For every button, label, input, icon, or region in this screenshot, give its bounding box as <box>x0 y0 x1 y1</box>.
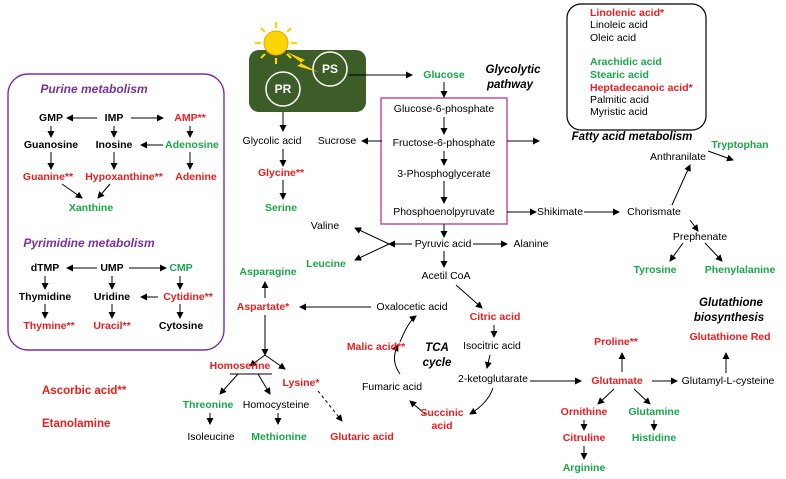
node-uridine: Uridine <box>93 291 131 303</box>
node-glucose-6-phosphate: Glucose-6-phosphate <box>393 103 495 115</box>
node-amp: AMP** <box>174 112 206 124</box>
fatty-item-5: Stearic acid <box>590 69 649 81</box>
fatty-item-8: Myristic acid <box>590 106 648 118</box>
pyrimidine-title: Pyrimidine metabolism <box>23 236 155 250</box>
node-valine: Valine <box>310 220 340 232</box>
tca-title-line2: cycle <box>422 357 452 369</box>
node-leucine: Leucine <box>306 258 346 270</box>
node-acetyl-coa: Acetil CoA <box>421 270 471 282</box>
node-threonine: Threonine <box>182 399 234 411</box>
node-arginine: Arginine <box>562 462 606 474</box>
node-tryptophan: Tryptophan <box>711 139 769 151</box>
node-phosphoenolpyruvate: Phosphoenolpyruvate <box>393 206 495 218</box>
glutathione-title-line1: Glutathione <box>699 297 763 309</box>
node-guanine: Guanine** <box>22 171 74 183</box>
node-thymine: Thymine** <box>23 320 75 332</box>
node-homoserine: Homoserine <box>209 360 271 372</box>
node-aspartate: Aspartate* <box>236 301 290 313</box>
purine-title: Purine metabolism <box>40 82 148 96</box>
node-xanthine: Xanthine <box>68 202 114 214</box>
node-prephenate: Prephenate <box>672 231 728 243</box>
fatty-item-7: Palmitic acid <box>590 94 649 106</box>
ps-circle <box>312 51 348 87</box>
node-ascorbic-acid: Ascorbic acid** <box>42 385 127 397</box>
node-citruline: Citruline <box>562 432 606 444</box>
sun-icon <box>255 22 297 64</box>
node-fructose-6-phosphate: Fructose-6-phosphate <box>392 137 496 149</box>
node-glucose: Glucose <box>423 69 465 81</box>
node-adenosine: Adenosine <box>165 139 219 151</box>
node-cytidine: Cytidine** <box>163 291 213 303</box>
pr-circle <box>265 71 301 107</box>
node-succinic-acid-line1: Succinic <box>420 407 464 419</box>
node-cmp: CMP <box>169 262 193 274</box>
node-pyruvic-acid: Pyruvic acid <box>414 238 472 250</box>
node-tyrosine: Tyrosine <box>633 264 677 276</box>
node-thymidine: Thymidine <box>18 291 72 303</box>
node-malic-acid: Malic acid** <box>346 341 406 353</box>
node-glutamyl-l-cysteine: Glutamyl-L-cysteine <box>681 375 775 387</box>
node-chorismate: Chorismate <box>627 206 681 218</box>
node-homocysteine: Homocysteine <box>242 399 310 411</box>
fatty-item-2: Linoleic acid <box>590 19 648 31</box>
node-isocitric-acid: Isocitric acid <box>463 340 521 352</box>
fatty-acid-title: Fatty acid metabolism <box>571 131 693 143</box>
fatty-item-6: Heptadecanoic acid* <box>590 82 693 94</box>
node-serine: Serine <box>264 202 298 214</box>
node-uracil: Uracil** <box>93 320 131 332</box>
node-2-ketoglutarate: 2-ketoglutarate <box>457 373 529 385</box>
node-proline: Proline** <box>594 336 638 348</box>
node-etanolamine: Etanolamine <box>42 418 111 430</box>
node-hypoxanthine: Hypoxanthine** <box>85 171 163 183</box>
ps-label: PS <box>321 62 339 76</box>
chloroplast <box>249 50 366 112</box>
node-alanine: Alanine <box>513 238 549 250</box>
fatty-item-3: Oleic acid <box>590 32 637 44</box>
node-gmp: GMP <box>39 112 63 124</box>
node-imp: IMP <box>104 112 124 124</box>
tca-title-line1: TCA <box>425 342 449 354</box>
node-glycine: Glycine** <box>257 167 305 179</box>
node-ump: UMP <box>100 262 124 274</box>
glycolytic-title-line2: pathway <box>486 79 534 91</box>
node-adenine: Adenine <box>175 171 217 183</box>
node-phenylalanine: Phenylalanine <box>704 264 776 276</box>
node-asparagine: Asparagine <box>239 266 297 278</box>
fatty-acid-frame <box>566 3 707 131</box>
pr-label: PR <box>274 82 292 96</box>
node-guanosine: Guanosine <box>23 139 79 151</box>
fatty-item-4: Arachidic acid <box>590 56 662 68</box>
node-cytosine: Cytosine <box>158 320 204 332</box>
node-fumaric-acid: Fumaric acid <box>361 381 423 393</box>
node-dtmp: dTMP <box>30 262 60 274</box>
node-anthranilate: Anthranilate <box>649 151 707 163</box>
glycolytic-title-line1: Glycolytic <box>485 64 541 76</box>
node-citric-acid: Citric acid <box>469 311 521 323</box>
node-lysine: Lysine* <box>282 377 320 389</box>
node-3-phosphoglycerate: 3-Phosphoglycerate <box>397 168 491 180</box>
node-sucrose: Sucrose <box>317 135 357 147</box>
node-glutamine: Glutamine <box>628 406 680 418</box>
node-methionine: Methionine <box>251 431 307 443</box>
node-succinic-acid-line2: acid <box>431 420 453 432</box>
node-histidine: Histidine <box>631 432 677 444</box>
node-glycolic-acid: Glycolic acid <box>242 135 302 147</box>
node-shikimate: Shikimate <box>536 206 584 218</box>
purine-pyrimidine-frame <box>7 73 225 351</box>
node-ornithine: Ornithine <box>560 406 608 418</box>
glutathione-title-line2: biosynthesis <box>693 312 765 324</box>
node-isoleucine: Isoleucine <box>187 431 235 443</box>
node-oxaloacetic-acid: Oxalocetic acid <box>376 301 448 313</box>
fatty-item-1: Linolenic acid* <box>590 7 665 19</box>
node-glutaric-acid: Glutaric acid <box>330 431 394 443</box>
lightning-icon <box>287 52 318 72</box>
node-glutathione-red: Glutathione Red <box>689 331 771 343</box>
node-glutamate: Glutamate <box>591 375 643 387</box>
node-inosine: Inosine <box>95 139 133 151</box>
